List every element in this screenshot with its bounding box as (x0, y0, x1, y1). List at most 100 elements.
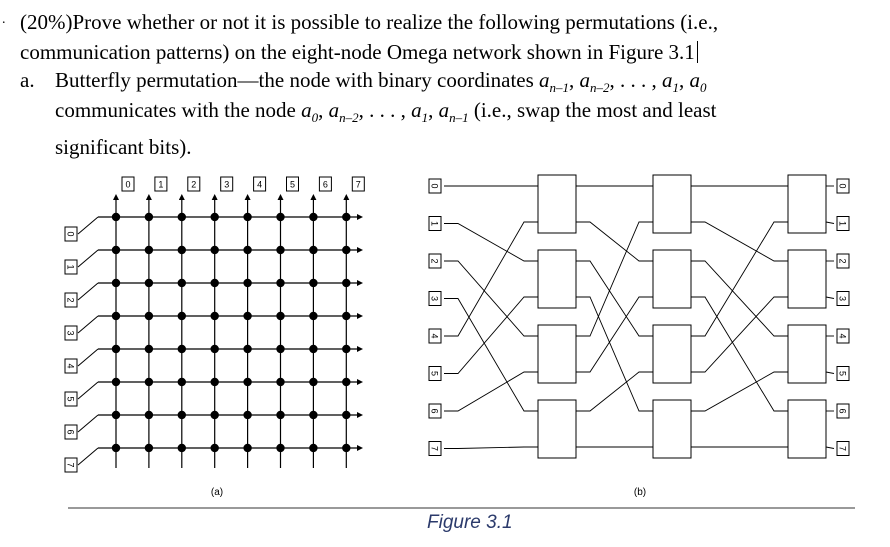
subfigure-a-label: (a) (211, 487, 223, 498)
coord-sep: , (679, 68, 690, 92)
crosspoint-dot (177, 410, 186, 420)
crosspoint-dot (309, 245, 318, 255)
omega-link (444, 298, 538, 412)
omega-switch (537, 324, 577, 384)
svg-text:6: 6 (66, 429, 76, 434)
crosspoint-dot (210, 344, 219, 354)
crossbar-input-label: 2 (64, 292, 78, 308)
crosspoint-dot (309, 311, 318, 321)
crosspoint-dot (210, 443, 219, 453)
svg-text:5: 5 (838, 371, 848, 376)
crossbar-input-label: 5 (64, 391, 78, 407)
crosspoint-dot (309, 377, 318, 387)
omega-output-link (825, 446, 835, 449)
svg-text:3: 3 (224, 180, 229, 190)
crosspoint-dot (177, 311, 186, 321)
omega-output-label: 5 (836, 366, 850, 381)
svg-text:3: 3 (430, 296, 440, 301)
omega-switch (652, 249, 692, 309)
crossbar-output-label: 1 (154, 176, 168, 192)
crossbar-input-lead (77, 414, 99, 433)
crosspoint-dot (111, 245, 121, 255)
part-a-line-2-tail: (i.e., swap the most and least (468, 98, 717, 122)
svg-text:0: 0 (430, 183, 440, 188)
omega-switch (537, 249, 577, 309)
crosspoint-dot (243, 212, 252, 222)
figure-caption: Figure 3.1 (427, 512, 513, 533)
crosspoint-dot (111, 311, 121, 321)
svg-text:3: 3 (66, 330, 76, 335)
crosspoint-dot (177, 212, 186, 222)
omega-output-link (825, 371, 835, 374)
svg-text:1: 1 (430, 221, 440, 226)
crosspoint-dot (276, 443, 285, 453)
omega-link (691, 221, 788, 262)
crosspoint-dot (144, 377, 154, 387)
crosspoint-dot (276, 278, 285, 288)
coord-a-n-1-b: an–1 (438, 98, 469, 126)
crosspoint-dot (177, 443, 186, 453)
svg-text:5: 5 (430, 371, 440, 376)
omega-input-label: 3 (428, 291, 442, 306)
crossbar-input-lead (77, 282, 99, 301)
crosspoint-dot (342, 212, 351, 222)
crossbar-output-label: 2 (187, 176, 201, 192)
coord-a-n-2-b: an–2 (328, 98, 359, 126)
omega-output-label: 3 (836, 291, 850, 306)
coord-dots: , . . . , (609, 68, 663, 92)
crosspoint-dot (243, 278, 252, 288)
omega-link (576, 221, 653, 262)
part-a-line-1: Butterfly permutation—the node with bina… (55, 68, 707, 94)
omega-switch (537, 174, 577, 234)
crosspoint-dot (111, 344, 121, 354)
crosspoint-dot (342, 245, 351, 255)
crosspoint-dot (210, 212, 219, 222)
crosspoint-dot (276, 377, 285, 387)
svg-text:1: 1 (66, 264, 76, 269)
crosspoint-dot (309, 344, 318, 354)
svg-text:2: 2 (430, 258, 440, 263)
omega-link (444, 223, 538, 262)
svg-text:2: 2 (191, 180, 196, 190)
svg-text:2: 2 (66, 297, 76, 302)
coord-a-1-b: a1 (411, 98, 429, 126)
crosspoint-dot (243, 410, 252, 420)
crosspoint-dot (144, 278, 154, 288)
crosspoint-dot (243, 245, 252, 255)
crossbar-input-lead (77, 249, 99, 268)
crosspoint-dot (177, 377, 186, 387)
crosspoint-dot (276, 245, 285, 255)
omega-link (576, 221, 653, 337)
svg-text:4: 4 (66, 363, 76, 368)
omega-input-label: 6 (428, 403, 442, 419)
crosspoint-dot (342, 377, 351, 387)
crosspoint-dot (144, 443, 154, 453)
svg-text:7: 7 (356, 180, 361, 190)
crosspoint-dot (210, 410, 219, 420)
crosspoint-dot (210, 245, 219, 255)
crossbar-output-label: 3 (220, 176, 234, 192)
omega-output-label: 7 (836, 441, 850, 456)
omega-output-label: 0 (836, 178, 850, 194)
problem-line-2-text: communication patterns) on the eight-nod… (20, 40, 695, 64)
crosspoint-dot (309, 410, 318, 420)
svg-text:4: 4 (257, 180, 262, 190)
omega-output-link (825, 221, 835, 224)
coord-a-0-b: a0 (301, 98, 319, 126)
omega-input-label: 1 (428, 216, 442, 231)
crossbar-output-label: 7 (351, 176, 365, 192)
svg-text:7: 7 (838, 446, 848, 451)
crosspoint-dot (210, 377, 219, 387)
svg-text:7: 7 (430, 446, 440, 451)
omega-switch (537, 399, 577, 459)
crosspoint-dot (243, 377, 252, 387)
crosspoint-dot (111, 443, 121, 453)
crosspoint-dot (243, 344, 252, 354)
problem-line-1: (20%)Prove whether or not it is possible… (20, 10, 719, 34)
svg-text:1: 1 (838, 221, 848, 226)
omega-input-label: 7 (428, 441, 442, 456)
part-a-line-1-text: Butterfly permutation—the node with bina… (55, 68, 540, 92)
part-a-line-2: communicates with the node a0, an–2, . .… (55, 98, 717, 126)
